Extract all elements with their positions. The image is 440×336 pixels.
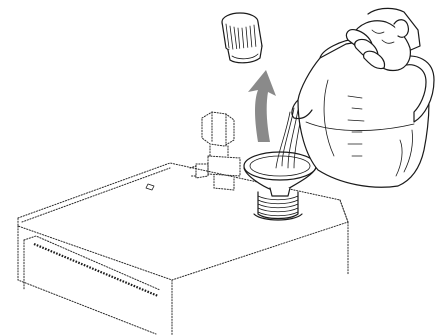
valve-fitting [189, 111, 241, 191]
filler-cap [221, 12, 263, 64]
heater-tank [17, 162, 349, 336]
funnel [243, 151, 317, 197]
arrow-up-icon [248, 70, 276, 142]
threaded-filler-neck [253, 191, 303, 221]
hand [345, 7, 421, 72]
